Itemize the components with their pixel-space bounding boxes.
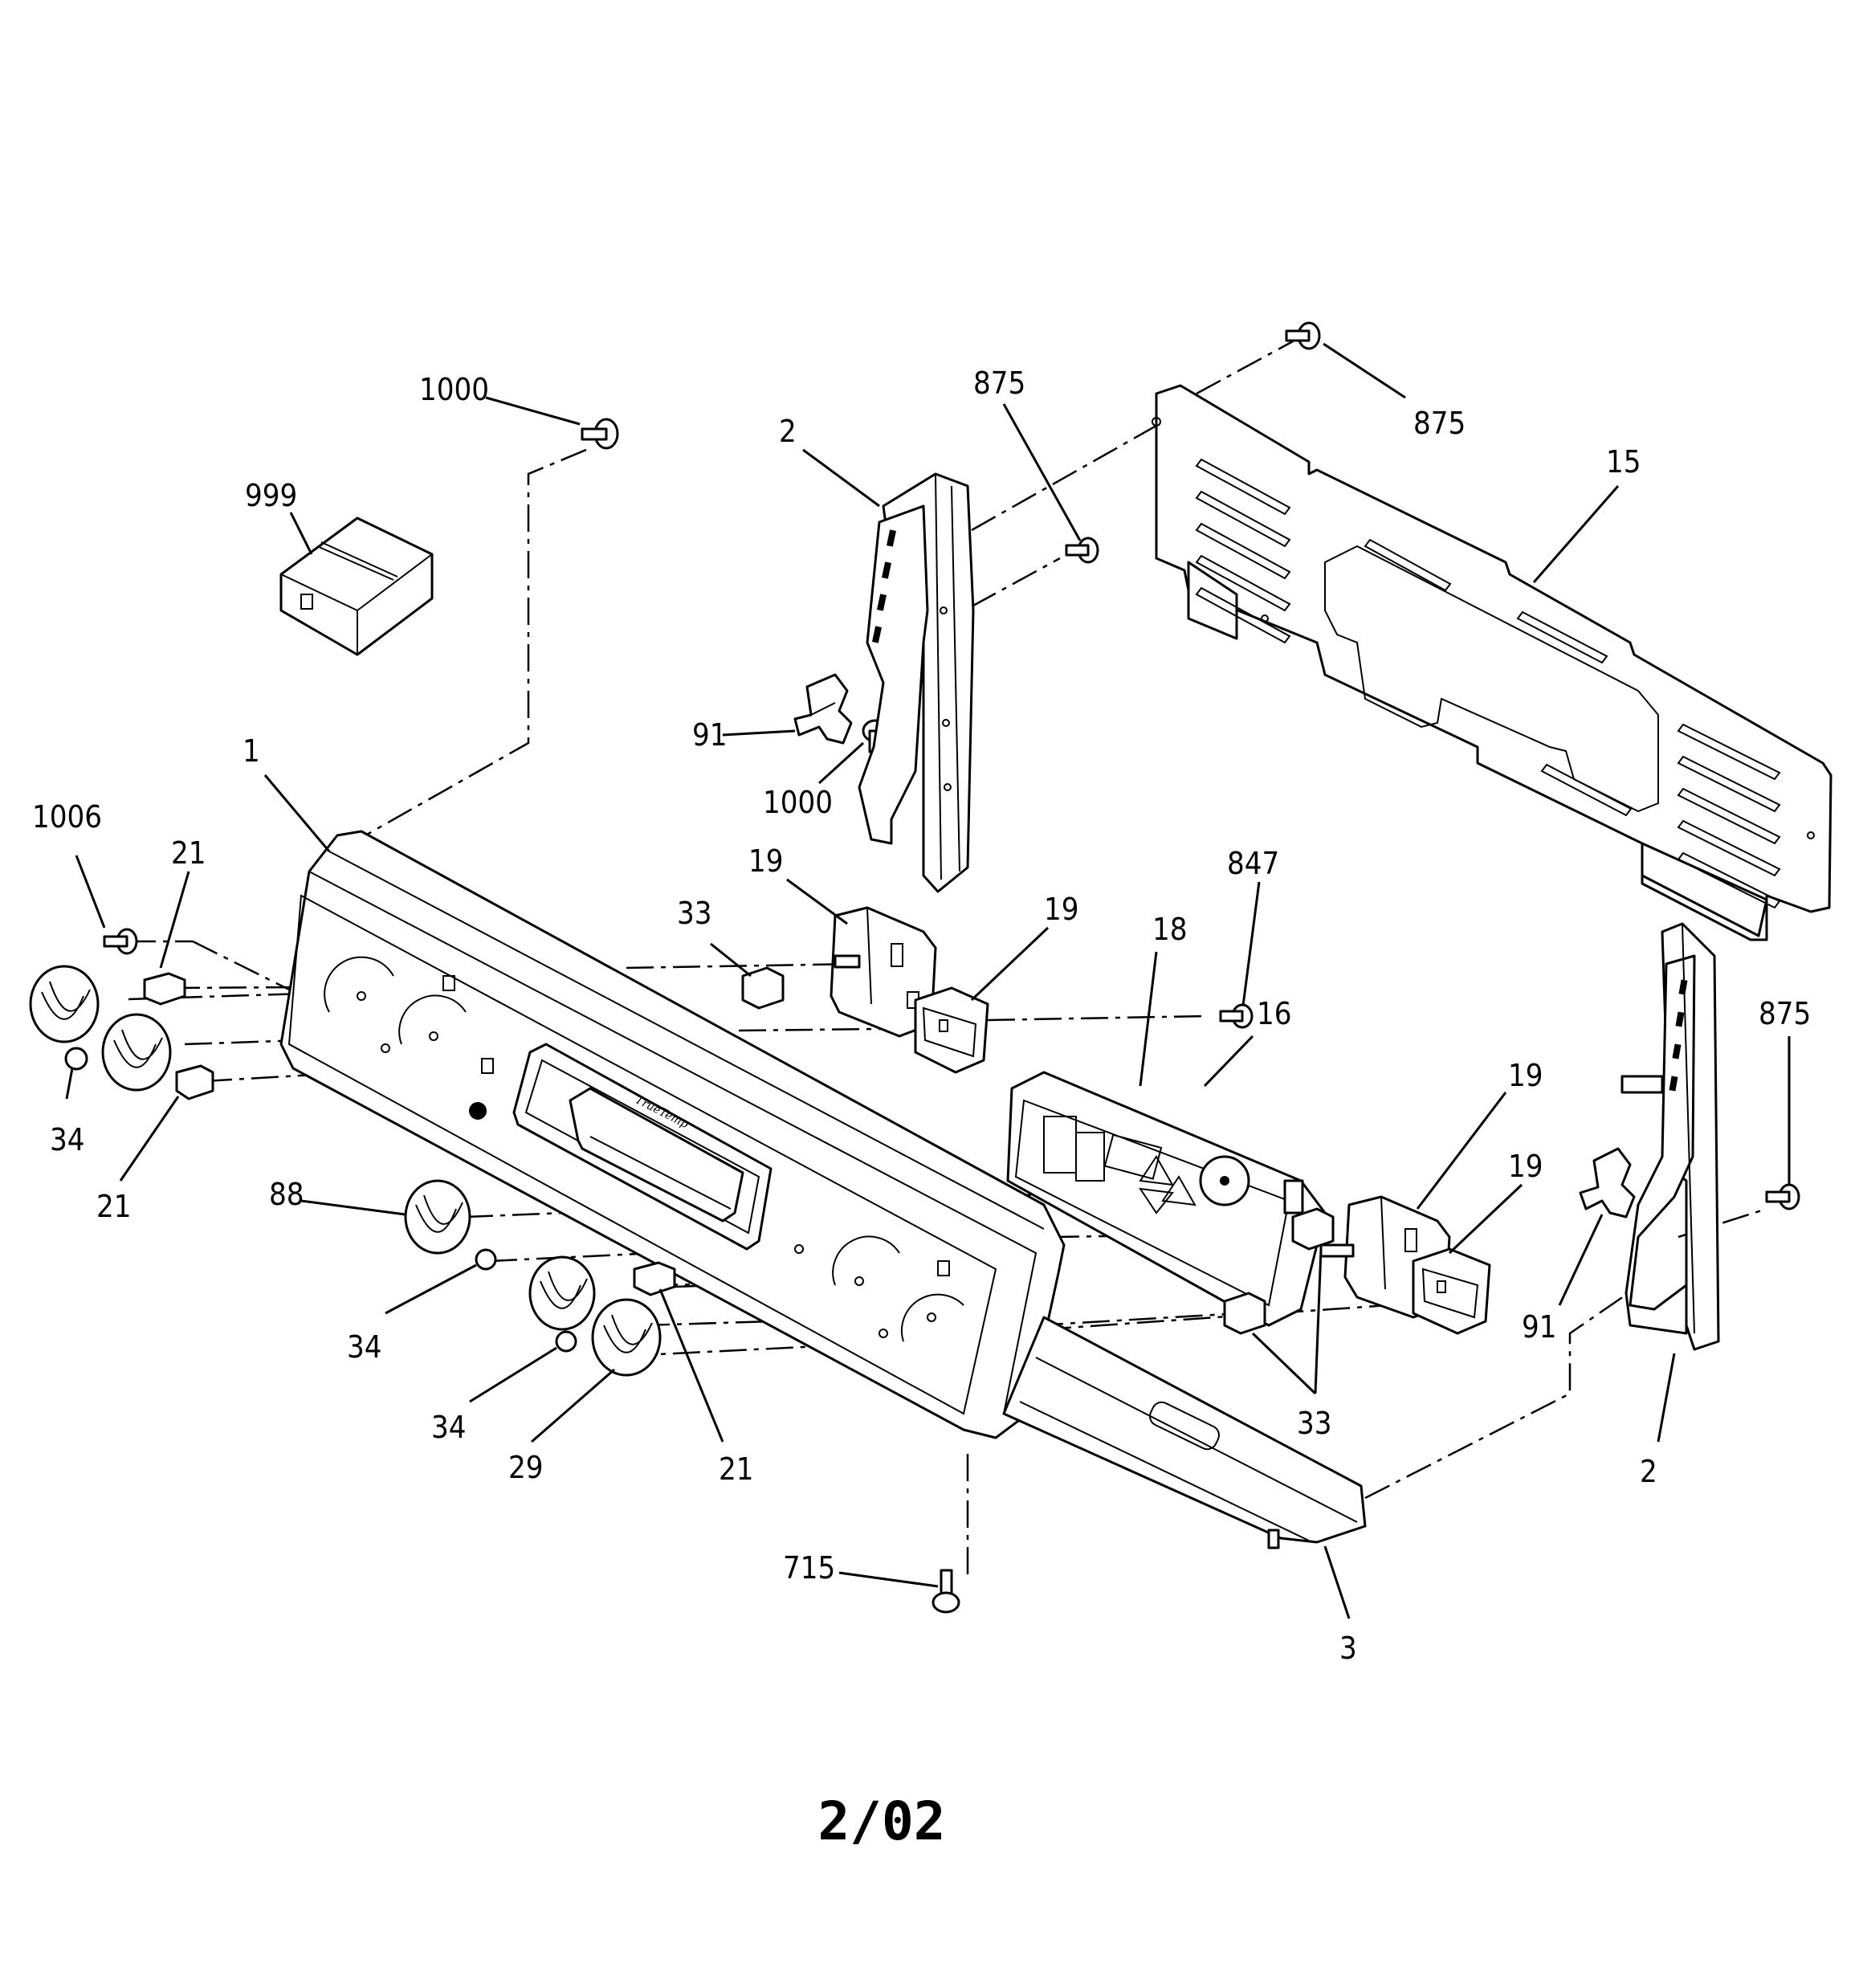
knob-left-2 — [101, 1013, 172, 1092]
callout-88: 88 — [269, 1177, 304, 1212]
callout-16: 16 — [1257, 996, 1292, 1031]
small-switches-33 — [741, 966, 1335, 1335]
end-cap-bracket-right — [1620, 922, 1720, 1351]
switch-19-d — [1412, 1247, 1491, 1335]
callout-1006: 1006 — [32, 799, 102, 835]
callout-91-right: 91 — [1522, 1309, 1557, 1345]
callout-34-left: 34 — [50, 1122, 85, 1157]
callout-847: 847 — [1227, 846, 1279, 881]
callout-91-left: 91 — [692, 717, 728, 753]
callout-875-top: 875 — [1413, 406, 1466, 441]
switch-19-b — [914, 986, 989, 1074]
callout-labels: 1000 999 2 875 875 15 91 1000 1 1006 21 … — [32, 365, 1811, 1666]
callout-33-bottom: 33 — [1297, 1406, 1332, 1441]
screw-1006 — [103, 928, 138, 955]
clip-91-right — [1579, 1147, 1636, 1219]
knob-inserts-34 — [64, 1047, 577, 1353]
leader-lines — [65, 342, 1791, 1619]
rear-panel-15 — [1152, 384, 1832, 941]
diagram-revision-date: 2/02 — [818, 1790, 946, 1852]
control-panel-1: TrueTemp — [279, 830, 1066, 1439]
callout-1000-top: 1000 — [419, 372, 489, 407]
knob-29 — [591, 1298, 662, 1377]
clock-control-16 — [1006, 1071, 1327, 1327]
trim-strip-3 — [1002, 1316, 1367, 1549]
callout-29: 29 — [508, 1450, 544, 1485]
callout-19-a: 19 — [748, 843, 784, 879]
switches-19 — [830, 906, 1491, 1335]
end-cap-bracket-left — [858, 472, 975, 893]
callout-33-top: 33 — [677, 896, 712, 931]
callout-3: 3 — [1339, 1631, 1357, 1666]
callout-21-bottom: 21 — [719, 1451, 754, 1487]
screw-1000-top — [581, 418, 619, 450]
callout-1000-middle: 1000 — [763, 785, 833, 820]
knob-lower-1 — [528, 1255, 596, 1331]
callout-21-top: 21 — [171, 835, 206, 871]
switch-19-a — [830, 906, 937, 1038]
box-999 — [279, 516, 434, 656]
callout-34-bottom: 34 — [431, 1410, 467, 1445]
callout-2-left: 2 — [779, 414, 797, 449]
callout-34-middle: 34 — [347, 1329, 382, 1365]
knob-top-left — [29, 965, 100, 1043]
callout-18: 18 — [1152, 912, 1188, 947]
callout-19-c: 19 — [1508, 1058, 1543, 1093]
knob-88 — [404, 1179, 471, 1255]
callout-1: 1 — [243, 733, 260, 769]
callout-2-right: 2 — [1640, 1454, 1657, 1489]
screw-715 — [932, 1569, 960, 1614]
callout-875-center: 875 — [973, 365, 1025, 401]
knobs — [29, 965, 662, 1377]
screw-875-center — [1065, 537, 1099, 564]
rocker-switches-21 — [143, 972, 676, 1296]
screw-875-right — [1765, 1183, 1800, 1210]
callout-15: 15 — [1606, 444, 1641, 480]
screw-875-top — [1285, 321, 1321, 350]
callout-19-b: 19 — [1044, 892, 1079, 927]
callout-19-d: 19 — [1508, 1149, 1543, 1184]
callout-999: 999 — [245, 478, 297, 513]
clip-91-left — [793, 673, 853, 745]
callout-715: 715 — [783, 1550, 835, 1586]
callout-21-left: 21 — [96, 1189, 132, 1224]
screw-847 — [1219, 1003, 1254, 1029]
callout-875-right: 875 — [1759, 996, 1811, 1031]
